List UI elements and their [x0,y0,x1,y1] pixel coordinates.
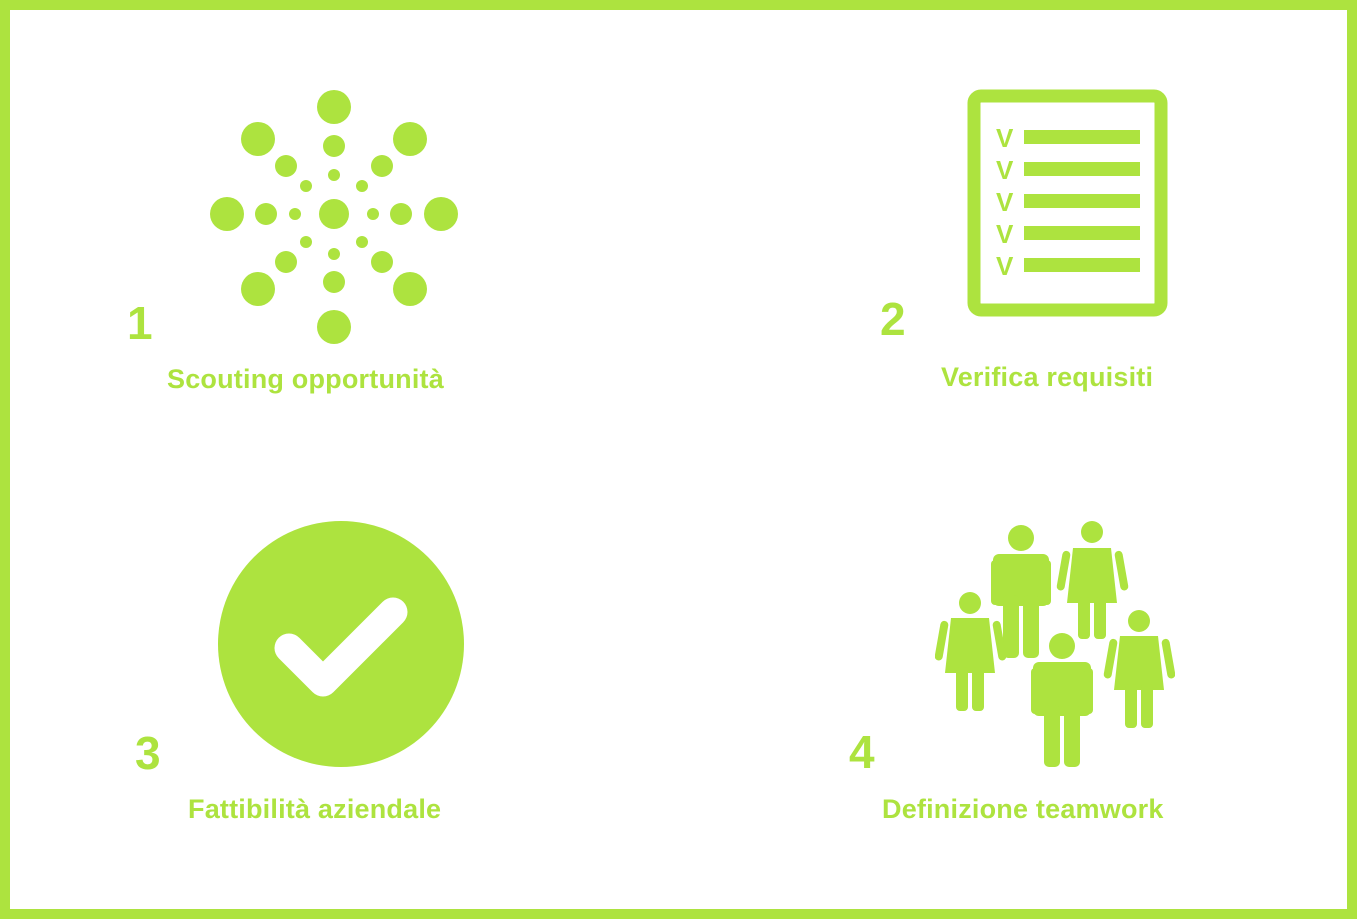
check-mark: V [996,219,1014,249]
step-number: 2 [880,293,906,345]
step-number: 1 [127,297,153,349]
check-mark: V [996,123,1014,153]
step-label: Verifica requisiti [941,362,1154,392]
checklist-icon: V V V V V [967,89,1168,317]
network-dots-icon [210,90,458,344]
step-number: 4 [849,726,875,778]
step-label: Scouting opportunità [167,364,444,394]
step-number: 3 [135,727,161,779]
step-label: Definizione teamwork [882,794,1164,824]
check-circle-icon [218,521,464,767]
step-label: Fattibilità aziendale [188,794,442,824]
check-mark: V [996,155,1014,185]
check-mark: V [996,251,1014,281]
check-mark: V [996,187,1014,217]
team-people-icon [935,521,1175,767]
